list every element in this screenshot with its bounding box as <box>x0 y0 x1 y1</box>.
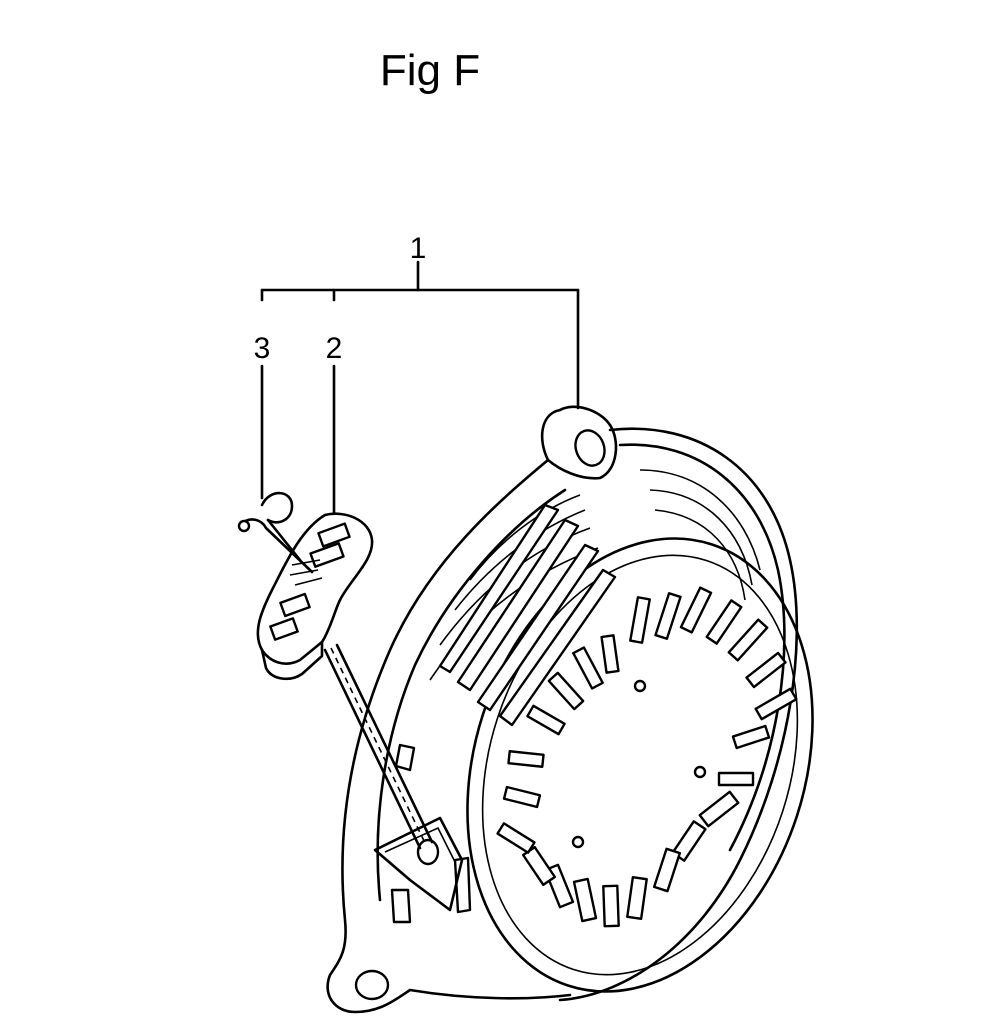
callout-2: 2 <box>326 332 343 365</box>
callout-leaders <box>260 260 580 514</box>
starter-housing <box>326 405 814 1014</box>
figure-title: Fig F <box>379 46 481 95</box>
rope-guide <box>373 816 464 912</box>
starter-rope <box>323 643 434 850</box>
rope-knot <box>237 491 314 574</box>
callout-3: 3 <box>254 332 271 365</box>
starter-handle <box>256 512 374 681</box>
shell-slots <box>390 503 617 924</box>
callout-1: 1 <box>410 232 427 265</box>
face-vents <box>496 586 798 928</box>
